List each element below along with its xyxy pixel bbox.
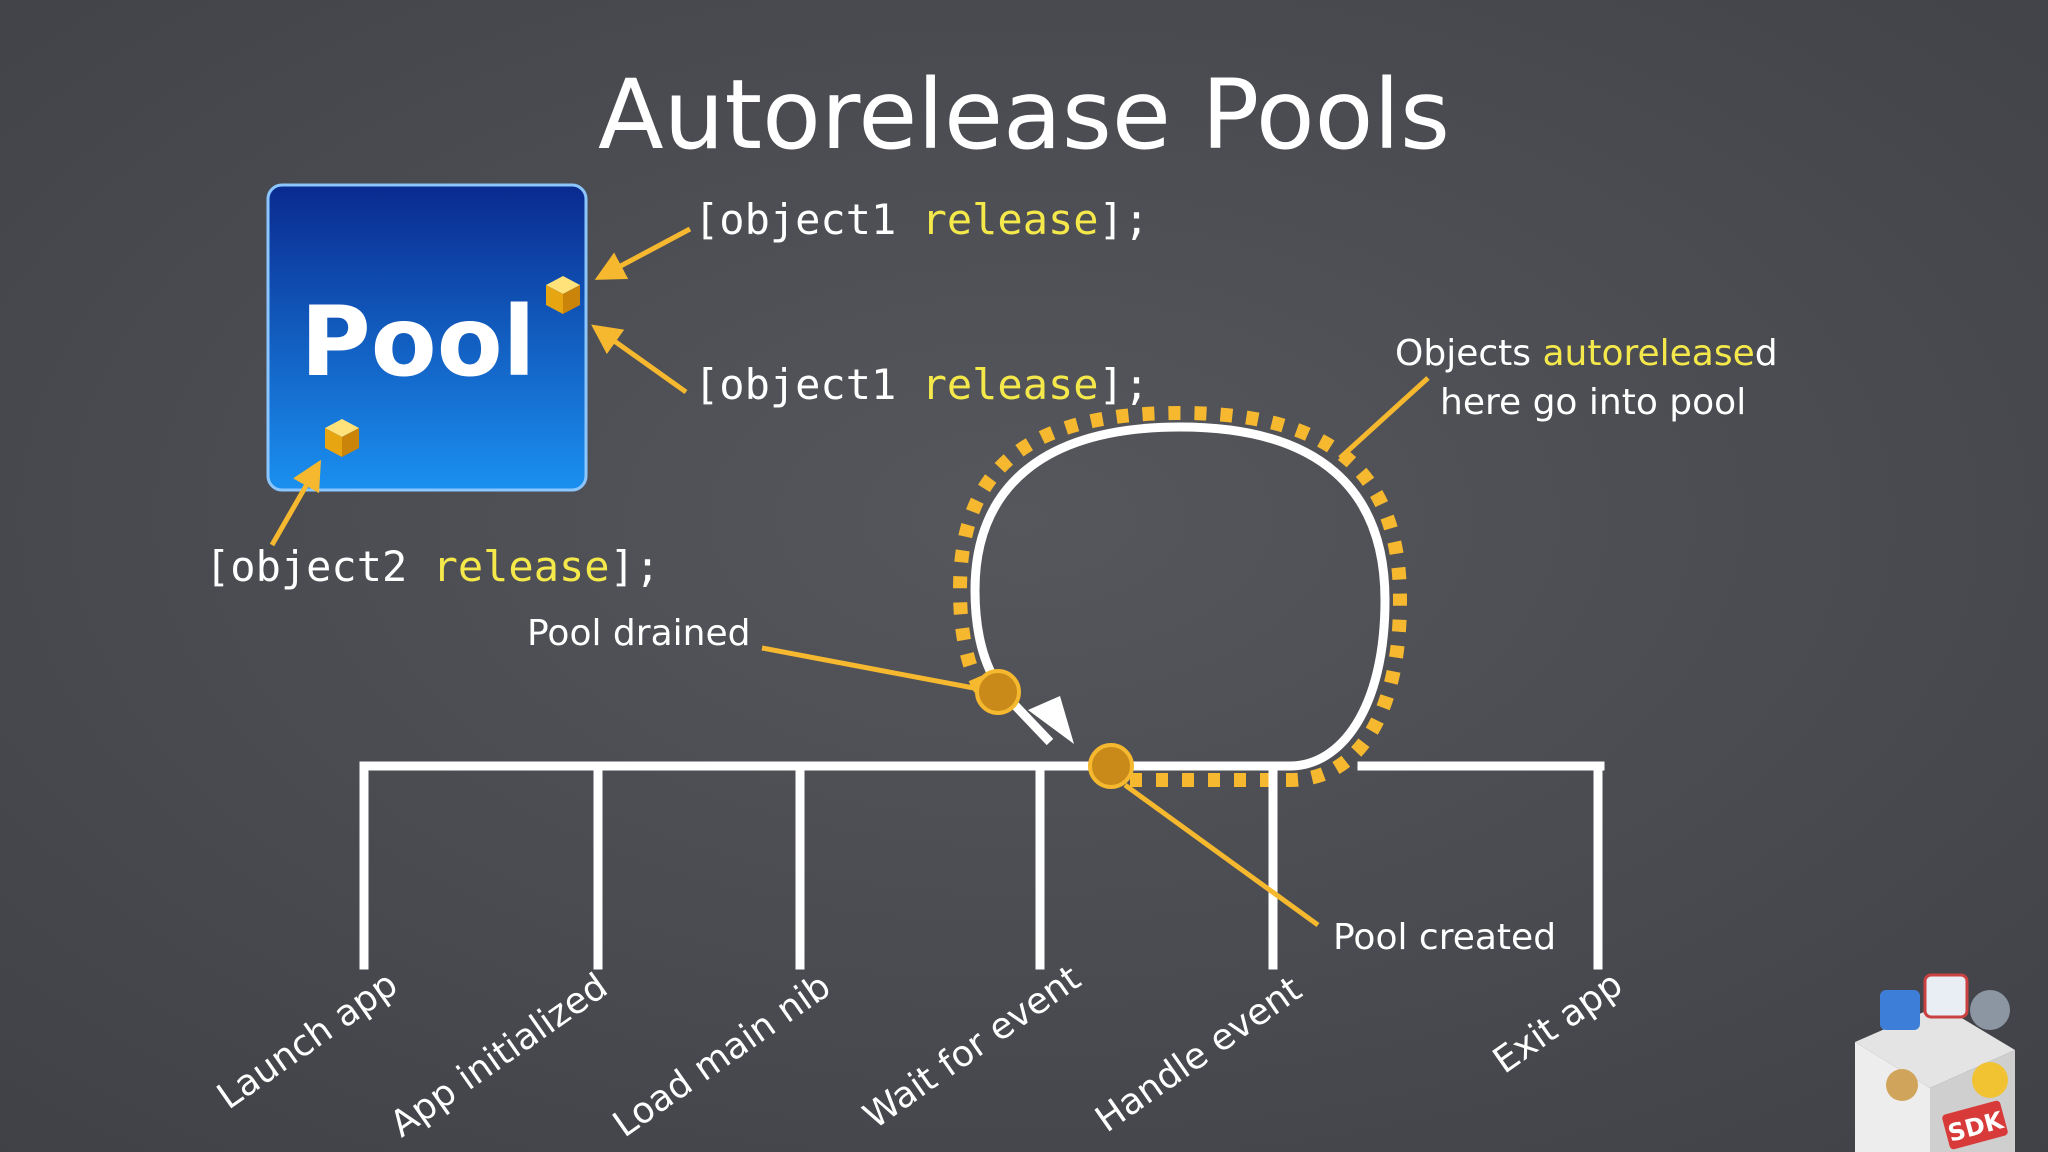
event-loop-path [970, 422, 1390, 771]
pool-loop-dotted-outline [952, 405, 1408, 787]
objects-label-suffix: d [1755, 333, 1778, 374]
code-line-1-keyword: release [922, 195, 1099, 244]
pool-box: Pool [266, 183, 588, 492]
code-line-3-prefix: [object2 [205, 542, 433, 591]
loop-arrow-head [1028, 696, 1074, 744]
code-line-2-suffix: ]; [1099, 360, 1150, 409]
code-line-1-suffix: ]; [1099, 195, 1150, 244]
pool-drained-pointer [761, 645, 996, 695]
code-line-1-prefix: [object1 [694, 195, 922, 244]
pool-created-label: Pool created [1333, 917, 1556, 958]
code-line-2-prefix: [object1 [694, 360, 922, 409]
cube-icon [546, 276, 580, 314]
objects-pointer-line [1338, 376, 1430, 460]
objects-autoreleased-label: Objects autoreleased [1395, 333, 1778, 374]
pool-created-node [1088, 743, 1134, 789]
timeline [359, 761, 1605, 970]
release-arrow-2 [591, 324, 688, 395]
objects-label-prefix: Objects [1395, 333, 1542, 374]
slide-title: Autorelease Pools [598, 59, 1450, 171]
pool-created-pointer [1123, 782, 1320, 928]
release-arrow-3 [269, 459, 321, 547]
pool-box-label: Pool [300, 286, 535, 398]
release-arrow-1 [594, 226, 692, 280]
objects-label-keyword: autorelease [1542, 333, 1754, 374]
code-line-3-suffix: ]; [610, 542, 661, 591]
objects-label-line-2: here go into pool [1440, 382, 1746, 423]
code-line-2-keyword: release [922, 360, 1099, 409]
pool-drained-node [975, 669, 1021, 715]
cube-icon [325, 419, 359, 457]
code-line-3: [object2 release]; [205, 542, 660, 591]
code-line-1: [object1 release]; [694, 195, 1149, 244]
pool-drained-label: Pool drained [527, 613, 750, 654]
code-line-3-keyword: release [433, 542, 610, 591]
code-line-2: [object1 release]; [694, 360, 1149, 409]
sdk-box-icon: SDK [1855, 973, 2015, 1152]
